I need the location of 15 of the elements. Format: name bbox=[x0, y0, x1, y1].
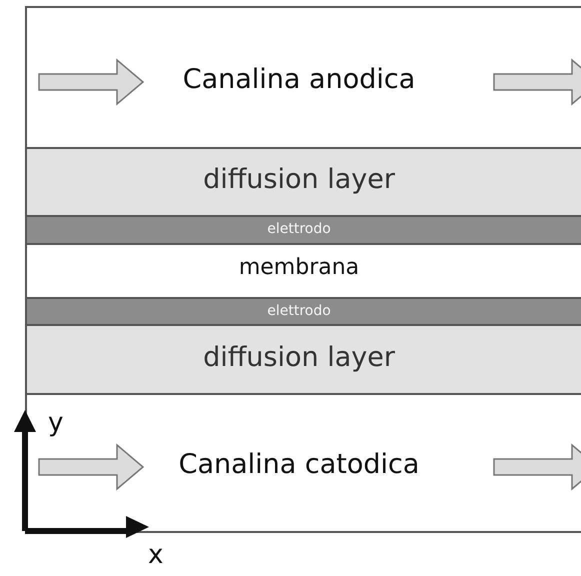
electrode-layer bbox=[25, 297, 581, 326]
axis-label: x bbox=[148, 540, 164, 570]
electrode-layer bbox=[25, 215, 581, 245]
layer-label: elettrodo bbox=[267, 221, 331, 237]
layer-label: diffusion layer bbox=[203, 342, 395, 373]
layer-label: Canalina catodica bbox=[178, 449, 420, 480]
diffusion-layer bbox=[25, 324, 581, 395]
layer-label: elettrodo bbox=[267, 303, 331, 319]
axis-label: y bbox=[48, 408, 64, 438]
layer-label: diffusion layer bbox=[203, 164, 395, 195]
anode-channel bbox=[25, 6, 581, 149]
layer-label: membrana bbox=[238, 255, 360, 280]
diffusion-layer bbox=[25, 147, 581, 217]
layer-label: Canalina anodica bbox=[182, 64, 416, 95]
cathode-channel bbox=[25, 393, 581, 533]
